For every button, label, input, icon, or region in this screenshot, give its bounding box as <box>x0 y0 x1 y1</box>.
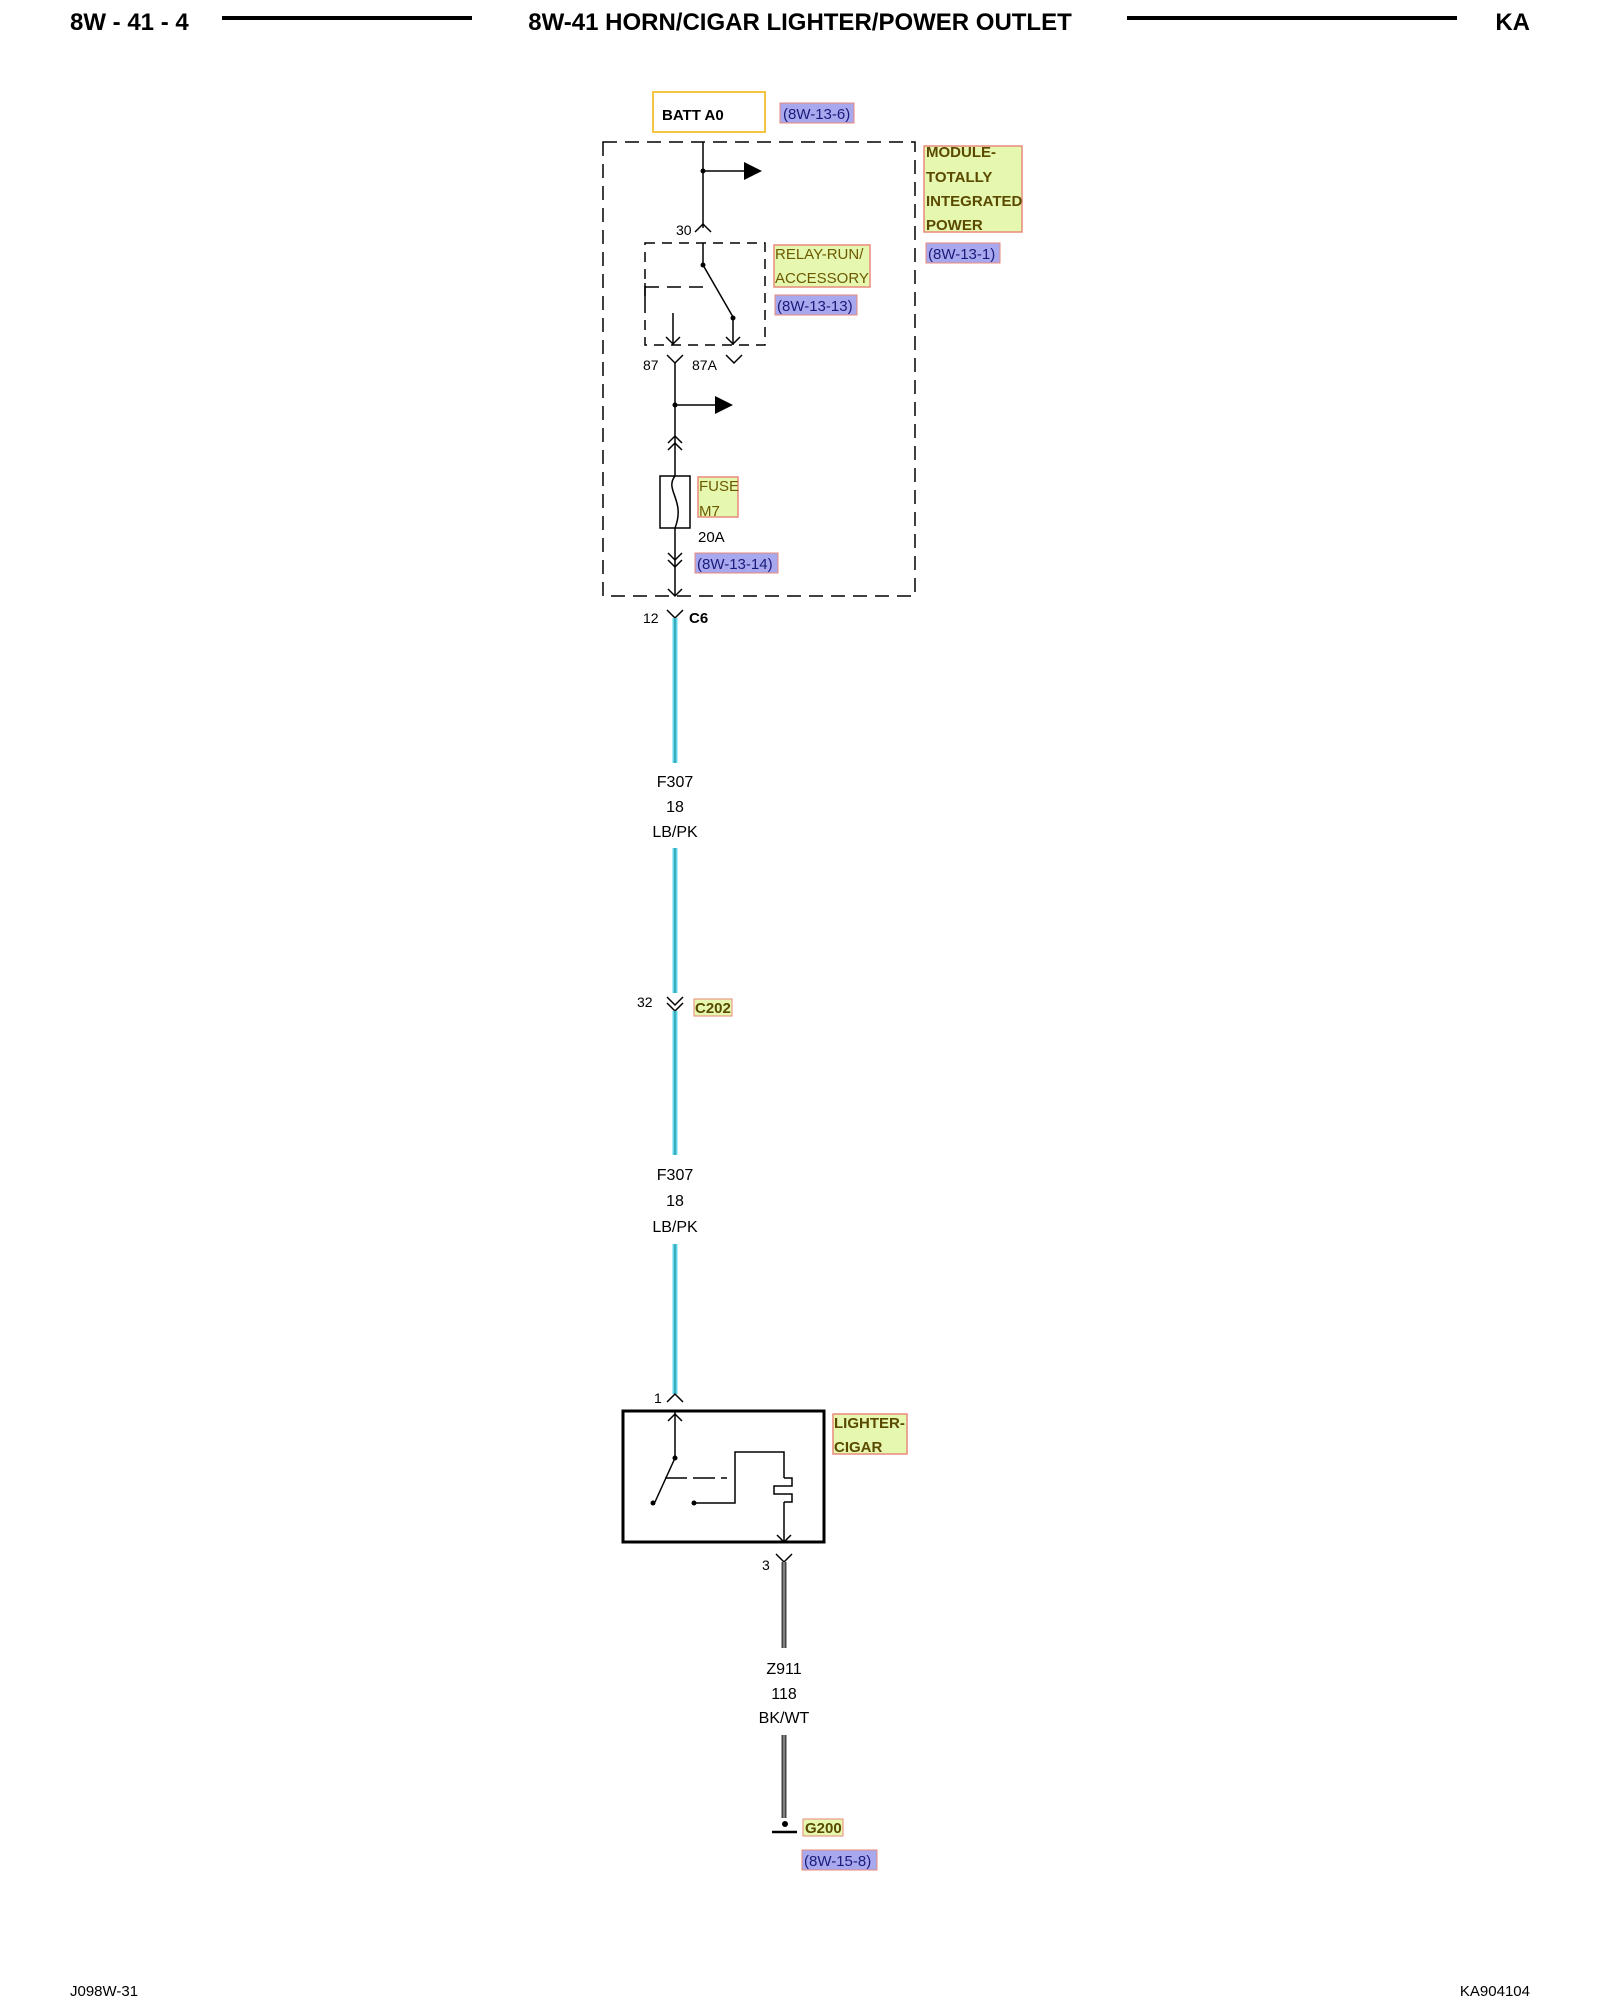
ground-label-box <box>802 1818 844 1837</box>
battery-ref[interactable]: (8W-13-6) <box>783 106 850 123</box>
lighter-in-arrow-icon <box>667 1412 683 1422</box>
fuse-ref[interactable]: (8W-13-14) <box>697 556 773 573</box>
battery-source: BATT A0 (8W-13-6) <box>652 91 855 133</box>
lighter-label-box <box>832 1413 908 1455</box>
pin-87a-connector-icon <box>725 354 743 365</box>
module-label: MODULE- TOTALLY INTEGRATED POWER (8W-13-… <box>923 144 1023 264</box>
wire-f307-segment-1: F307 18 LB/PK <box>652 618 698 993</box>
lighter-contact-dot-left <box>650 1500 656 1506</box>
fuse-label-box <box>697 476 739 518</box>
ground-ref[interactable]: (8W-15-8) <box>804 1853 871 1870</box>
wire-1-circuit: F307 <box>657 774 694 791</box>
relay-ref[interactable]: (8W-13-13) <box>777 298 853 315</box>
lighter-element-lead <box>694 1451 785 1504</box>
lighter-pin-1-connector-icon <box>666 1392 684 1403</box>
module-label-line1: MODULE- <box>926 144 996 161</box>
wire-z911: Z911 118 BK/WT <box>759 1562 810 1818</box>
relay-87a-arrow-icon <box>725 336 741 346</box>
fuse-top-chevron-1-icon <box>667 434 683 444</box>
branch-arrow-top-icon <box>744 162 762 180</box>
branch-arrow-mid-icon <box>715 396 733 414</box>
relay-ref-badge <box>774 294 858 316</box>
relay-to-fuse <box>667 363 733 476</box>
battery-source-box <box>652 91 766 133</box>
battery-ref-badge <box>779 102 855 124</box>
ground-g200: G200 (8W-15-8) <box>772 1818 878 1871</box>
c202-label-box <box>693 998 733 1017</box>
lighter-pin-in: 1 <box>654 1390 662 1406</box>
fuse-rating: 20A <box>698 529 725 546</box>
fuse-m7: FUSE M7 20A (8W-13-14) <box>659 475 779 598</box>
relay-pin-87a: 87A <box>692 357 718 373</box>
lighter-pin-out: 3 <box>762 1557 770 1573</box>
lighter-label-line1: LIGHTER- <box>834 1415 905 1432</box>
c202-pin: 32 <box>637 994 653 1010</box>
footer-right-code: KA904104 <box>1460 1983 1530 2000</box>
wire-1-color: LB/PK <box>652 824 698 841</box>
module-ref-badge <box>925 242 1001 264</box>
connector-c6: 12 C6 <box>643 609 708 627</box>
module-label-line4: POWER <box>926 217 983 234</box>
pin-87-connector-icon <box>666 354 684 365</box>
wire-3-color: BK/WT <box>759 1710 810 1727</box>
fuse-body <box>659 475 691 529</box>
relay-pin-87: 87 <box>643 357 659 373</box>
connector-c202: 32 C202 <box>637 994 733 1017</box>
fuse-label-line2: M7 <box>699 503 720 520</box>
wire-3-gauge: 118 <box>771 1686 797 1703</box>
module-exit-arrow-icon <box>667 588 683 598</box>
relay-run-accessory: RELAY-RUN/ ACCESSORY (8W-13-13) <box>644 242 871 346</box>
model-code: KA <box>1495 9 1530 36</box>
relay-switch-arm <box>702 264 734 318</box>
lighter-heating-element-icon <box>773 1477 793 1503</box>
lighter-label-line2: CIGAR <box>834 1439 883 1456</box>
relay-outline <box>644 242 766 346</box>
footer-left-code: J098W-31 <box>70 1983 138 2000</box>
c6-pin: 12 <box>643 610 659 626</box>
relay-label-line1: RELAY-RUN/ <box>775 246 864 263</box>
page-title: 8W-41 HORN/CIGAR LIGHTER/POWER OUTLET <box>528 9 1072 36</box>
battery-feed: 30 <box>676 142 762 238</box>
fuse-top-chevron-2-icon <box>667 441 683 451</box>
lighter-pin-3-connector-icon <box>775 1553 793 1564</box>
wire-2-circuit: F307 <box>657 1167 694 1184</box>
c6-name: C6 <box>689 610 708 627</box>
relay-label-box <box>773 244 871 288</box>
relay-87-arrow-icon <box>665 336 681 346</box>
battery-source-label: BATT A0 <box>662 107 724 124</box>
ground-name: G200 <box>805 1820 842 1837</box>
fuse-element-icon <box>671 475 679 529</box>
c202-connector-upper-icon <box>666 996 684 1007</box>
lighter-body <box>621 1409 826 1544</box>
wire-3-circuit: Z911 <box>766 1661 801 1678</box>
fuse-bottom-chevron-1-icon <box>667 552 683 562</box>
wire-2-gauge: 18 <box>666 1193 684 1210</box>
c202-name: C202 <box>695 1000 731 1017</box>
pin-30-connector-icon <box>694 222 712 233</box>
wire-1-gauge: 18 <box>666 799 684 816</box>
wire-2-color: LB/PK <box>652 1219 698 1236</box>
relay-label-line2: ACCESSORY <box>775 270 869 287</box>
relay-output-pins: 87 87A <box>643 354 743 373</box>
fuse-ref-badge <box>694 552 779 574</box>
module-label-line3: INTEGRATED <box>926 193 1023 210</box>
lighter-out-arrow-icon <box>776 1534 792 1544</box>
module-label-line2: TOTALLY <box>926 169 992 186</box>
lighter-switch-arm <box>654 1457 676 1503</box>
fuse-label-line1: FUSE <box>699 478 739 495</box>
module-tipm-outline <box>602 141 916 597</box>
lighter-cigar: 1 LIGHTER- CIGAR 3 <box>621 1390 908 1573</box>
module-ref[interactable]: (8W-13-1) <box>928 246 995 263</box>
relay-pin-30: 30 <box>676 222 692 238</box>
module-label-box <box>923 145 1023 233</box>
ground-ref-badge <box>801 1849 878 1871</box>
c6-connector-icon <box>666 609 684 620</box>
ground-dot <box>782 1821 788 1827</box>
page-number: 8W - 41 - 4 <box>70 9 189 36</box>
wire-f307-segment-2: F307 18 LB/PK <box>652 1011 698 1394</box>
fuse-bottom-chevron-2-icon <box>667 559 683 569</box>
